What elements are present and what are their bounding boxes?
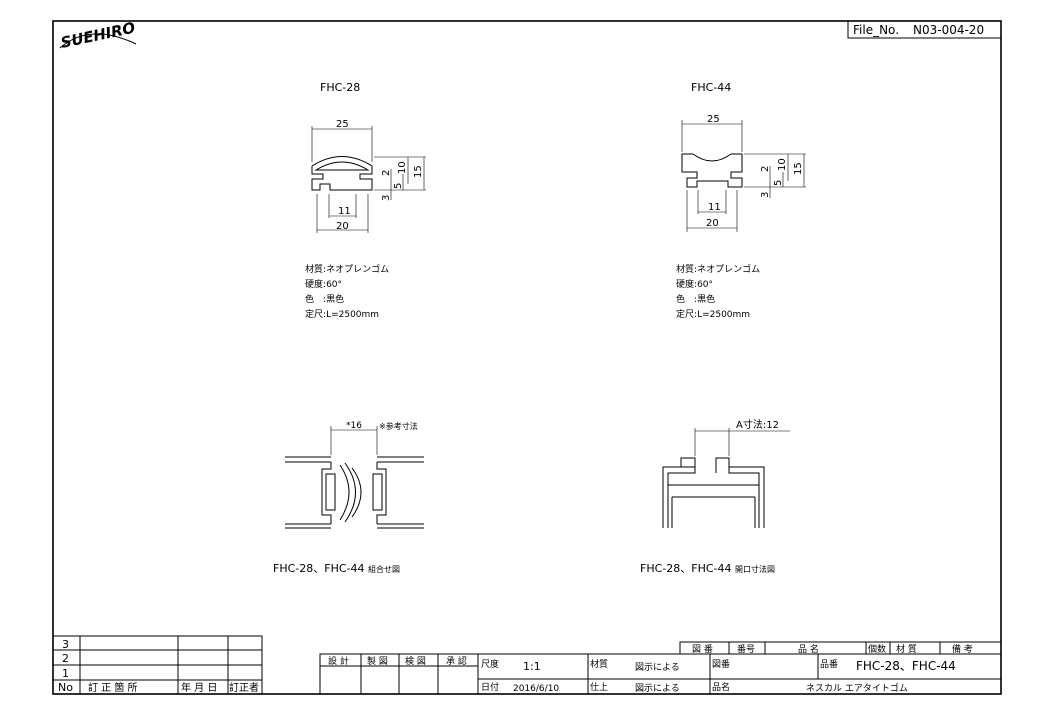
- drawing-no-label: 図番: [712, 658, 730, 670]
- spec-value: L=2500mm: [697, 310, 750, 320]
- svg-text:材質:ネオプレンゴム: 材質:ネオプレンゴム: [305, 263, 389, 275]
- spec-label: 硬度: [305, 278, 323, 290]
- spec-label: 硬度: [676, 278, 694, 290]
- revision-row-no: 3: [62, 638, 69, 651]
- revision-header: 訂正者: [229, 681, 259, 694]
- spec-value: 黒色: [697, 293, 715, 305]
- spec-list: 材質:ネオプレンゴム 硬度:60° 色 :黒色 定尺:L=2500mm: [305, 263, 389, 320]
- spec-list: 材質:ネオプレンゴム 硬度:60° 色 :黒色 定尺:L=2500mm: [676, 263, 760, 320]
- assembly-view: *16 ※参考寸法 FHC-28、FHC-44 組合せ図: [273, 421, 424, 575]
- dim-h-neck: 5: [393, 183, 404, 189]
- parts-list-header: 図 番 番号 品 名 個数 材 質 備 考: [679, 641, 1002, 655]
- dim-width-slot: 11: [338, 206, 351, 217]
- caption-main: FHC-28、FHC-44: [273, 562, 365, 575]
- caption-main: FHC-28、FHC-44: [640, 562, 732, 575]
- spec-value: ネオプレンゴム: [326, 263, 389, 275]
- opening-view: A寸法:12 FHC-28、FHC-44 開口寸法図: [640, 418, 790, 575]
- file-no-label: File_No.: [853, 23, 899, 37]
- dim-h-gap: 2: [381, 170, 392, 176]
- spec-label: 色: [305, 293, 323, 305]
- caption-suffix: 組合せ図: [368, 564, 400, 574]
- title-block: 設 計 製 図 検 図 承 認 尺度 1:1 日付 2016/6/10 材質 図…: [319, 653, 1002, 695]
- dim-h-base: 3: [381, 195, 392, 201]
- svg-text:硬度:60°: 硬度:60°: [676, 278, 713, 290]
- approval-header: 検 図: [405, 655, 426, 667]
- dim-h-base: 3: [760, 192, 771, 198]
- svg-text:硬度:60°: 硬度:60°: [305, 278, 342, 290]
- approval-header: 設 計: [328, 655, 349, 667]
- profile-shape: [681, 153, 743, 188]
- parts-header: 図 番: [692, 643, 713, 655]
- profile-fhc-44: FHC-44 25 20 11 15 10 2 5 3 材質:ネオプレンゴム 硬…: [676, 81, 806, 320]
- revision-row-no: 2: [62, 652, 69, 665]
- spec-label: 定尺: [676, 308, 694, 320]
- approval-header: 製 図: [367, 655, 388, 667]
- parts-header: 品 名: [798, 643, 819, 655]
- date-label: 日付: [481, 682, 499, 693]
- dim-h-total: 15: [793, 162, 804, 175]
- parts-header: 材 質: [896, 643, 917, 655]
- part-no-value: FHC-28、FHC-44: [856, 659, 956, 673]
- spec-label: 材質: [676, 263, 694, 275]
- revision-header: 年 月 日: [181, 681, 217, 694]
- spec-value: L=2500mm: [326, 310, 379, 320]
- part-no-label: 品番: [820, 658, 838, 670]
- svg-text:定尺:L=2500mm: 定尺:L=2500mm: [676, 308, 750, 320]
- spec-value: 黒色: [326, 293, 344, 305]
- profile-fhc-28: FHC-28 25 20 11 15 10 2 5 3 材質:ネオプレンゴム 硬…: [305, 81, 426, 320]
- dim-h-total: 15: [413, 165, 424, 178]
- scale-value: 1:1: [523, 660, 541, 673]
- svg-text:FHC-28、FHC-44 組合せ図: FHC-28、FHC-44 組合せ図: [273, 562, 400, 575]
- file-number-box: File_No. N03-004-20: [847, 20, 1002, 39]
- dim-width-bottom: 20: [706, 218, 719, 229]
- part-name-value: ネスカル エアタイトゴム: [806, 682, 908, 694]
- svg-text:FHC-28、FHC-44 開口寸法図: FHC-28、FHC-44 開口寸法図: [640, 562, 775, 575]
- finish-value: 図示による: [635, 683, 680, 694]
- spec-value: 60°: [326, 280, 342, 290]
- material-label: 材質: [590, 658, 608, 670]
- material-value: 図示による: [635, 662, 680, 673]
- svg-text:色 :黒色: 色 :黒色: [305, 293, 344, 305]
- dim-width-slot: 11: [708, 202, 721, 213]
- caption-suffix: 開口寸法図: [735, 564, 775, 574]
- svg-text:色 :黒色: 色 :黒色: [676, 293, 715, 305]
- date-value: 2016/6/10: [513, 684, 559, 694]
- profile-shape: [311, 156, 373, 191]
- spec-value: ネオプレンゴム: [697, 263, 760, 275]
- approval-header: 承 認: [446, 655, 467, 667]
- assembly-dim: *16: [346, 421, 362, 431]
- dim-width-top: 25: [707, 114, 720, 125]
- dim-h-gap: 2: [760, 166, 771, 172]
- file-no-value: N03-004-20: [913, 23, 984, 37]
- dim-h-neck: 5: [773, 180, 784, 186]
- revision-table: 3 2 1 No 訂 正 箇 所 年 月 日 訂正者: [52, 635, 263, 695]
- dim-h-mid: 10: [397, 161, 408, 174]
- svg-text:定尺:L=2500mm: 定尺:L=2500mm: [305, 308, 379, 320]
- revision-header: No: [58, 681, 73, 694]
- sheet-border: [52, 20, 1002, 695]
- scale-label: 尺度: [481, 658, 499, 670]
- part-name-label: 品名: [712, 681, 730, 693]
- logo-text: SUEHIRO: [59, 19, 137, 52]
- dim-h-mid: 10: [777, 158, 788, 171]
- opening-dim: A寸法:12: [736, 418, 779, 431]
- dim-width-bottom: 20: [336, 221, 349, 232]
- revision-row-no: 1: [62, 667, 69, 680]
- parts-header: 個数: [868, 643, 886, 655]
- profile-title: FHC-28: [320, 81, 360, 94]
- profile-title: FHC-44: [691, 81, 731, 94]
- spec-label: 色: [676, 293, 694, 305]
- parts-header: 番号: [737, 643, 755, 655]
- svg-text:材質:ネオプレンゴム: 材質:ネオプレンゴム: [676, 263, 760, 275]
- reference-note: ※参考寸法: [379, 421, 418, 431]
- revision-header: 訂 正 箇 所: [88, 681, 138, 694]
- spec-value: 60°: [697, 280, 713, 290]
- finish-label: 仕上: [590, 681, 608, 693]
- spec-label: 材質: [305, 263, 323, 275]
- dim-width-top: 25: [336, 119, 349, 130]
- suehiro-logo: SUEHIRO: [59, 19, 137, 52]
- spec-label: 定尺: [305, 308, 323, 320]
- parts-header: 備 考: [952, 643, 973, 655]
